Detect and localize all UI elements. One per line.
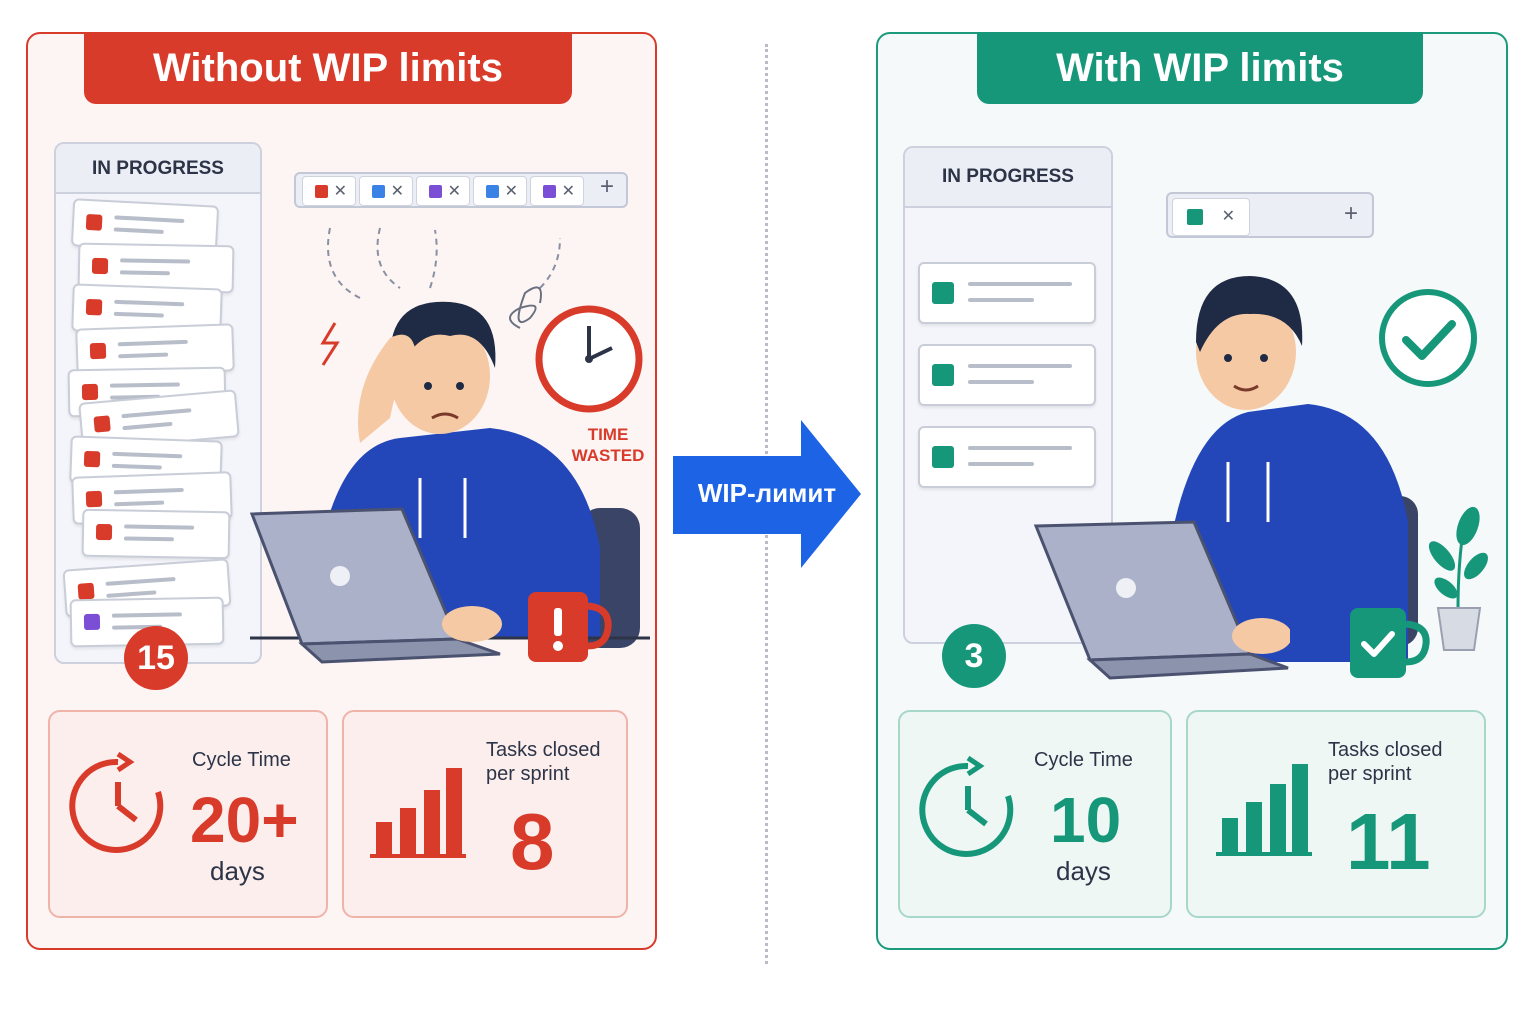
close-icon[interactable]: ✕ — [504, 183, 518, 200]
cycle-time-unit: days — [210, 856, 265, 886]
browser-tab[interactable]: ✕ — [359, 176, 413, 206]
throughput-card-right: Tasks closed per sprint 11 — [1186, 710, 1486, 918]
panel-with-wip: With WIP limits IN PROGRESS 3 ✕ + — [876, 32, 1508, 950]
tab-bar-left: ✕ ✕ ✕ ✕ ✕ + — [294, 172, 628, 208]
time-wasted-label: TIME WASTED — [570, 424, 646, 466]
new-tab-icon[interactable]: + — [1344, 200, 1359, 227]
task-card — [918, 426, 1096, 488]
time-wasted-line2: WASTED — [571, 446, 645, 465]
cycle-time-value: 20+ — [190, 784, 299, 856]
task-card — [918, 344, 1096, 406]
mug-icon — [1350, 608, 1430, 678]
task-card — [918, 262, 1096, 324]
column-title: IN PROGRESS — [905, 148, 1111, 208]
close-icon[interactable]: ✕ — [561, 183, 575, 200]
wip-count-badge-left: 15 — [124, 626, 188, 690]
bar-chart-icon — [370, 768, 466, 858]
stopwatch-icon — [919, 755, 1014, 857]
cycle-time-label: Cycle Time — [1034, 749, 1133, 771]
laptop-icon — [1033, 520, 1290, 680]
laptop-icon — [249, 507, 502, 664]
browser-tab[interactable]: ✕ — [416, 176, 470, 206]
throughput-label-line1: Tasks closed — [486, 739, 601, 761]
tab-bar-right: ✕ + — [1166, 192, 1374, 238]
throughput-value: 8 — [510, 797, 555, 886]
panel-without-wip: Without WIP limits IN PROGRESS 15 ✕ ✕ ✕ … — [26, 32, 657, 950]
cycle-time-card-right: Cycle Time 10 days — [898, 710, 1172, 918]
throughput-value: 11 — [1346, 797, 1431, 886]
task-card — [81, 508, 231, 560]
cycle-time-unit: days — [1056, 856, 1111, 886]
close-icon[interactable]: ✕ — [390, 183, 404, 200]
throughput-label-line1: Tasks closed — [1328, 739, 1443, 761]
arrow-label: WIP-лимит — [697, 478, 837, 508]
browser-tab[interactable]: ✕ — [302, 176, 356, 206]
close-icon[interactable]: ✕ — [333, 183, 347, 200]
time-wasted-line1: TIME — [587, 425, 629, 444]
mug-icon — [528, 592, 612, 662]
browser-tab[interactable]: ✕ — [530, 176, 584, 206]
wip-count-badge-right: 3 — [942, 624, 1006, 688]
stressed-person-illustration — [250, 227, 650, 648]
cycle-time-value: 10 — [1050, 784, 1122, 856]
throughput-card-left: Tasks closed per sprint 8 — [342, 710, 628, 918]
stopwatch-icon — [69, 751, 164, 853]
panel-title-right: With WIP limits — [977, 32, 1423, 104]
new-tab-icon[interactable]: + — [600, 173, 615, 200]
transition-arrow-icon — [673, 420, 861, 568]
cycle-time-label: Cycle Time — [192, 749, 291, 771]
cycle-time-card-left: Cycle Time 20+ days — [48, 710, 328, 918]
clock-icon — [535, 305, 643, 413]
close-icon[interactable]: ✕ — [1221, 208, 1235, 225]
throughput-label-line2: per sprint — [486, 763, 570, 785]
browser-tab[interactable]: ✕ — [1172, 198, 1250, 236]
bar-chart-icon — [1216, 764, 1312, 856]
close-icon[interactable]: ✕ — [447, 183, 461, 200]
column-title: IN PROGRESS — [56, 144, 260, 194]
panel-title-left: Without WIP limits — [84, 32, 572, 104]
browser-tab[interactable]: ✕ — [473, 176, 527, 206]
plant-icon — [1428, 506, 1488, 651]
check-circle-icon — [1379, 289, 1477, 387]
throughput-label-line2: per sprint — [1328, 763, 1412, 785]
